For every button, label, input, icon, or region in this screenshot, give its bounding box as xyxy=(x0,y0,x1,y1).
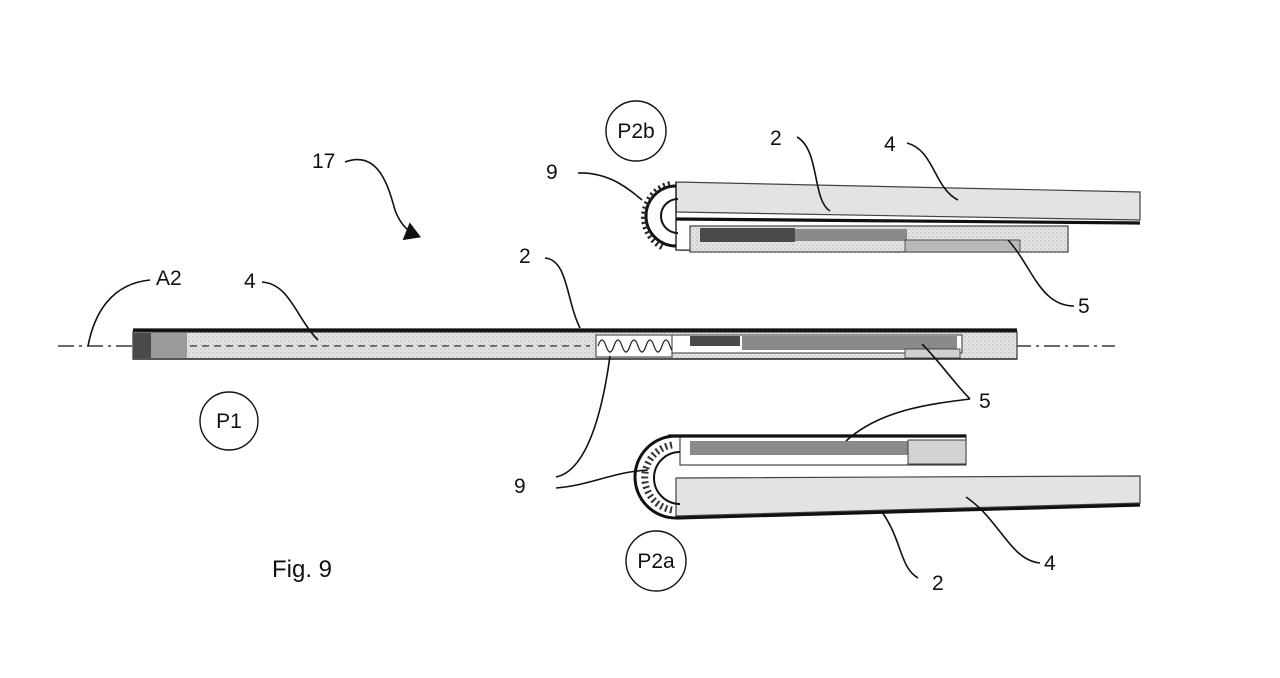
leader-hinge-9-flat xyxy=(555,355,611,478)
ref-label-p2a-2: 2 xyxy=(932,572,944,595)
ref-label-hinge-9: 9 xyxy=(514,475,526,498)
folded-assembly-p2b xyxy=(641,181,1141,253)
leader-p2a-2 xyxy=(881,511,919,579)
p2b-hinge-curve-outer xyxy=(644,184,677,248)
leader-p2a-5 xyxy=(845,398,971,442)
position-label-p2b: P2b xyxy=(617,120,654,143)
flat-end-shade xyxy=(151,333,187,358)
p2b-hinge-9-teeth xyxy=(641,181,671,251)
position-label-p1: P1 xyxy=(216,410,242,433)
p2b-plate-5-tab xyxy=(904,239,1021,253)
ref-label-p2b-5: 5 xyxy=(1078,295,1090,318)
leader-p2b-4 xyxy=(906,142,959,201)
figure-caption: Fig. 9 xyxy=(272,556,332,583)
ref-label-p2a-4: 4 xyxy=(1044,552,1056,575)
flat-plate-5-tab xyxy=(904,348,961,359)
p2a-hinge-9-teeth xyxy=(641,441,673,514)
p2b-insert-4-body xyxy=(675,181,1141,221)
p2a-hinge-curve-inner xyxy=(653,451,681,505)
ref-label-p2b-2: 2 xyxy=(770,127,782,150)
ref-label-p2b-4: 4 xyxy=(884,133,896,156)
folded-assembly-p2a xyxy=(633,434,1141,520)
p2b-sheet-2-line xyxy=(675,217,1141,225)
flat-plate-5-dark-end xyxy=(690,336,740,346)
ref-label-p2b-9: 9 xyxy=(546,161,558,184)
ref-label-17: 17 xyxy=(312,150,335,173)
p2a-plate-5-tab xyxy=(907,439,967,465)
p2b-plate-5 xyxy=(795,229,907,241)
leader-p2b-9 xyxy=(577,172,643,201)
flat-spring-housing xyxy=(595,334,673,358)
ref-label-flat-5: 5 xyxy=(979,390,991,413)
leader-flat-2 xyxy=(544,257,581,329)
leader-17 xyxy=(344,158,421,241)
leader-p2b-5 xyxy=(1007,239,1075,307)
p2b-hinge-curve-inner xyxy=(660,198,679,234)
leader-p2b-2 xyxy=(796,136,831,212)
p2a-sheet-2-line xyxy=(675,503,1141,520)
flat-assembly-p1 xyxy=(132,328,1018,360)
leader-flat-5 xyxy=(921,343,971,400)
leader-p2a-4 xyxy=(965,496,1041,564)
position-circle-p1 xyxy=(199,391,259,451)
p2a-hinge-curve-outer xyxy=(633,434,677,520)
leader-flat-4 xyxy=(261,281,319,341)
leader-a2 xyxy=(87,279,151,347)
position-label-p2a: P2a xyxy=(637,550,675,573)
ref-label-flat-4: 4 xyxy=(244,270,256,293)
flat-plate-5 xyxy=(742,336,957,350)
position-circle-p2a xyxy=(625,530,687,592)
ref-label-a2: A2 xyxy=(156,267,182,290)
p2a-plate-5 xyxy=(690,441,908,455)
p2b-plate-5-dark xyxy=(700,228,795,242)
position-circle-p2b xyxy=(605,100,667,162)
ref-label-flat-2: 2 xyxy=(519,245,531,268)
flat-end-cap xyxy=(133,333,151,358)
leader-hinge-9-p2a xyxy=(555,469,649,489)
flat-hinge-9-spring xyxy=(597,339,687,353)
